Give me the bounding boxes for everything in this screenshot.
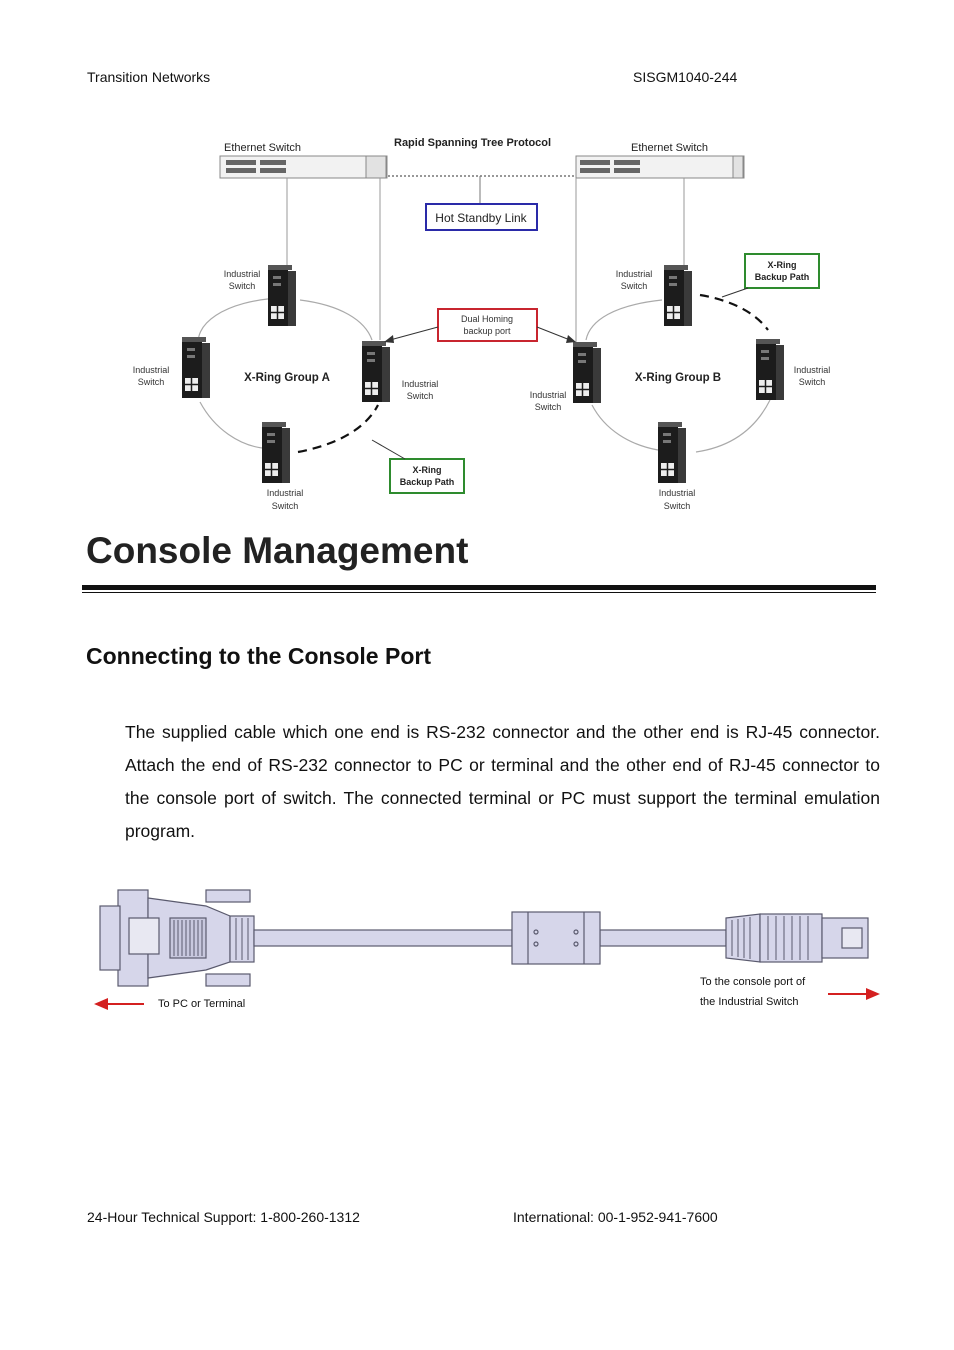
industrial-label-line1: Industrial bbox=[402, 379, 439, 389]
ring-b-backup-dashed bbox=[699, 293, 769, 331]
dual-homing-box bbox=[437, 308, 538, 342]
industrial-label-line1: Industrial bbox=[659, 488, 696, 498]
industrial-label-line1: Industrial bbox=[267, 488, 304, 498]
ethernet-switch-left-label: Ethernet Switch bbox=[224, 142, 301, 154]
dual-homing-arrow-right bbox=[536, 326, 571, 341]
body-paragraph: The supplied cable which one end is RS-2… bbox=[125, 722, 880, 841]
arrowhead-icon bbox=[384, 335, 394, 343]
industrial-label-line2: Switch bbox=[664, 501, 691, 511]
industrial-label-line1: Industrial bbox=[616, 269, 653, 279]
industrial-label-line2: Switch bbox=[799, 377, 826, 387]
cable-segment-left bbox=[253, 929, 513, 947]
right-cable-label-line2: the Industrial Switch bbox=[700, 996, 798, 1008]
xring-backup-b-line2: Backup Path bbox=[755, 272, 810, 282]
xring-backup-box-b bbox=[744, 253, 820, 289]
ring-a-arc-2 bbox=[299, 299, 373, 341]
dual-homing-line1: Dual Homing bbox=[461, 314, 513, 324]
title-rule-thick bbox=[82, 585, 876, 590]
industrial-switch-a-left bbox=[181, 336, 211, 399]
industrial-switch-b-top bbox=[663, 264, 693, 327]
xring-backup-a-line2: Backup Path bbox=[400, 477, 455, 487]
group-a-label: X-Ring Group A bbox=[244, 372, 330, 384]
footer-support: 24-Hour Technical Support: 1-800-260-131… bbox=[87, 1209, 360, 1225]
xring-backup-b-pointer bbox=[721, 287, 749, 298]
ring-a-arc-3 bbox=[199, 401, 263, 449]
ring-b-arc-1 bbox=[585, 299, 663, 341]
footer-international: International: 00-1-952-941-7600 bbox=[513, 1209, 718, 1225]
header-company: Transition Networks bbox=[87, 69, 211, 85]
cable-segment-right bbox=[599, 929, 727, 947]
industrial-label-line2: Switch bbox=[272, 501, 299, 511]
xring-backup-a-line1: X-Ring bbox=[413, 465, 442, 475]
industrial-label-line1: Industrial bbox=[133, 365, 170, 375]
page-title: Console Management bbox=[86, 530, 469, 571]
ethernet-switch-left bbox=[219, 155, 388, 179]
section-subtitle: Connecting to the Console Port bbox=[86, 643, 431, 669]
hot-standby-label: Hot Standby Link bbox=[435, 211, 527, 225]
xring-backup-box-a bbox=[389, 458, 465, 494]
title-rule-thin bbox=[82, 592, 876, 593]
right-arrow-icon bbox=[866, 988, 880, 1000]
industrial-switch-b-left bbox=[572, 341, 602, 404]
group-b-label: X-Ring Group B bbox=[635, 372, 721, 384]
ring-a-backup-dashed bbox=[297, 404, 379, 454]
console-cable-diagram: To PC or Terminal To the console port of… bbox=[94, 889, 880, 1010]
dual-homing-arrow-left bbox=[389, 326, 439, 341]
industrial-label-line1: Industrial bbox=[530, 390, 567, 400]
dual-homing-line2: backup port bbox=[463, 326, 511, 336]
rj45-connector bbox=[725, 913, 869, 963]
ring-b-arc-3 bbox=[695, 399, 771, 453]
left-cable-label: To PC or Terminal bbox=[158, 998, 245, 1010]
industrial-label-line1: Industrial bbox=[794, 365, 831, 375]
industrial-label-line2: Switch bbox=[535, 402, 562, 412]
network-diagram: Ethernet Switch Ethernet Switch Rapid Sp… bbox=[133, 137, 831, 511]
ring-b-arc-2 bbox=[591, 404, 659, 451]
industrial-label-line2: Switch bbox=[621, 281, 648, 291]
xring-backup-a-pointer bbox=[371, 439, 406, 460]
industrial-switch-a-top bbox=[267, 264, 297, 327]
industrial-switch-b-bottom bbox=[657, 421, 687, 484]
industrial-label-line2: Switch bbox=[229, 281, 256, 291]
industrial-switch-b-right bbox=[755, 338, 785, 401]
hot-standby-box bbox=[425, 203, 538, 231]
industrial-switch-a-right bbox=[361, 340, 391, 403]
xring-backup-b-line1: X-Ring bbox=[768, 260, 797, 270]
rstp-label: Rapid Spanning Tree Protocol bbox=[394, 137, 551, 149]
ethernet-switch-right bbox=[575, 155, 745, 179]
rj45-grip-lines bbox=[731, 916, 809, 960]
industrial-label-line1: Industrial bbox=[224, 269, 261, 279]
right-cable-label-line1: To the console port of bbox=[700, 976, 806, 988]
arrowhead-icon bbox=[566, 335, 576, 343]
left-arrow-icon bbox=[94, 998, 108, 1010]
header-doc-id: SISGM1040-244 bbox=[633, 69, 738, 85]
rs232-grip-lines bbox=[173, 918, 249, 960]
industrial-label-line2: Switch bbox=[138, 377, 165, 387]
industrial-switch-a-bottom bbox=[261, 421, 291, 484]
rs232-connector bbox=[99, 889, 255, 987]
cable-ferrite bbox=[511, 911, 601, 965]
ethernet-switch-right-label: Ethernet Switch bbox=[631, 142, 708, 154]
industrial-label-line2: Switch bbox=[407, 391, 434, 401]
